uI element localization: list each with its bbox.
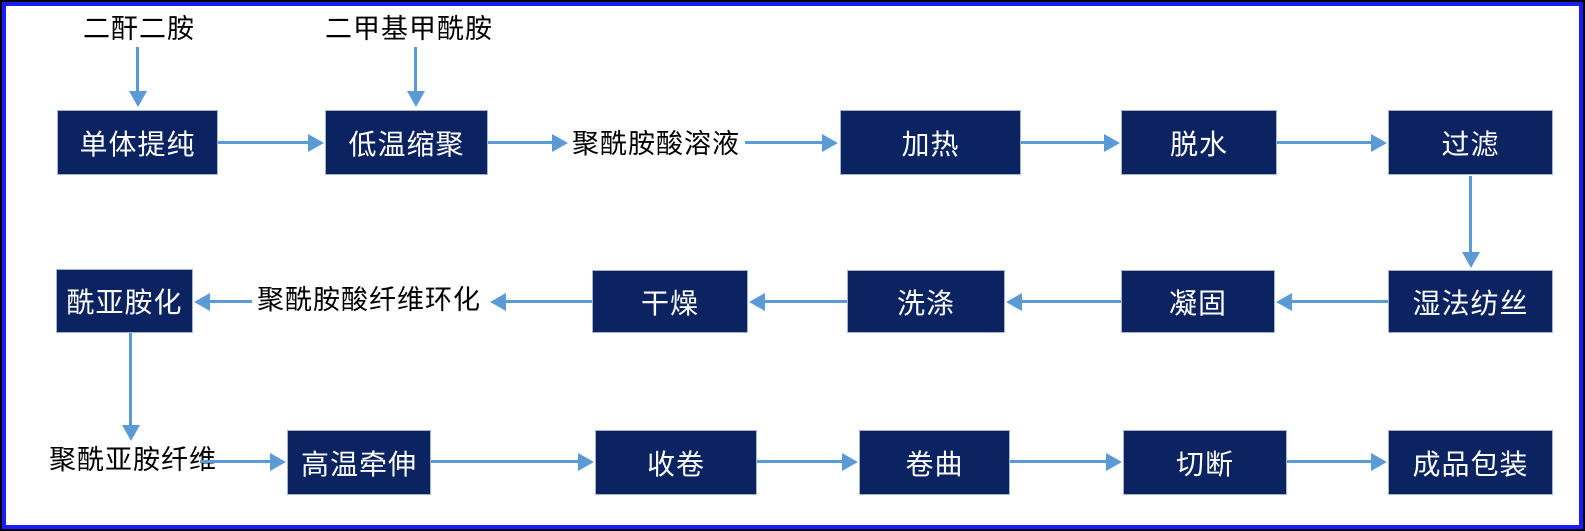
arrow-fiber-label-to-drawing	[200, 460, 270, 463]
arrow-winding-to-crimping	[757, 460, 842, 463]
box-product-packaging: 成品包装	[1388, 430, 1553, 495]
arrow-solution-to-heating	[745, 141, 822, 144]
arrow-drying-to-cyclization-label	[506, 300, 592, 303]
arrow-heating-to-dehydration	[1021, 141, 1104, 144]
box-wet-spinning: 湿法纺丝	[1388, 270, 1553, 333]
box-washing: 洗涤	[847, 270, 1005, 333]
arrow-dmf-to-polycondensation	[414, 47, 417, 91]
arrow-dianhydride-to-purification	[136, 47, 139, 91]
box-heating: 加热	[840, 110, 1021, 175]
box-filtration: 过滤	[1388, 110, 1553, 175]
arrow-filtration-to-wet-spinning	[1469, 176, 1472, 252]
box-coagulation: 凝固	[1121, 270, 1275, 333]
arrow-wet-spinning-to-coagulation	[1292, 300, 1388, 303]
arrow-washing-to-drying	[765, 300, 847, 303]
box-cutting: 切断	[1123, 430, 1287, 495]
arrow-drawing-to-winding	[431, 460, 578, 463]
box-winding: 收卷	[595, 430, 757, 495]
box-crimping: 卷曲	[859, 430, 1010, 495]
label-dianhydride-diamine: 二酐二胺	[83, 14, 195, 45]
arrow-cyclization-to-imidization	[210, 300, 252, 303]
arrow-crimping-to-cutting	[1010, 460, 1106, 463]
label-polyamic-acid-solution: 聚酰胺酸溶液	[572, 129, 740, 160]
arrow-purification-to-polycondensation	[218, 141, 308, 144]
box-high-temp-drawing: 高温牵伸	[287, 430, 431, 495]
arrow-coagulation-to-washing	[1022, 300, 1121, 303]
box-monomer-purification: 单体提纯	[57, 110, 218, 175]
box-drying: 干燥	[592, 270, 748, 333]
arrow-imidization-to-fiber-label	[129, 333, 132, 425]
arrow-cutting-to-packaging	[1287, 460, 1371, 463]
arrow-dehydration-to-filtration	[1277, 141, 1371, 144]
box-dehydration: 脱水	[1121, 110, 1277, 175]
label-dimethylformamide: 二甲基甲酰胺	[325, 14, 493, 45]
box-imidization: 酰亚胺化	[56, 269, 193, 333]
label-polyimide-fiber: 聚酰亚胺纤维	[49, 445, 217, 476]
label-polyamic-acid-fiber-cyclization: 聚酰胺酸纤维环化	[257, 285, 481, 316]
box-low-temp-polycondensation: 低温缩聚	[325, 110, 488, 175]
arrow-polycondensation-to-solution	[488, 141, 552, 144]
